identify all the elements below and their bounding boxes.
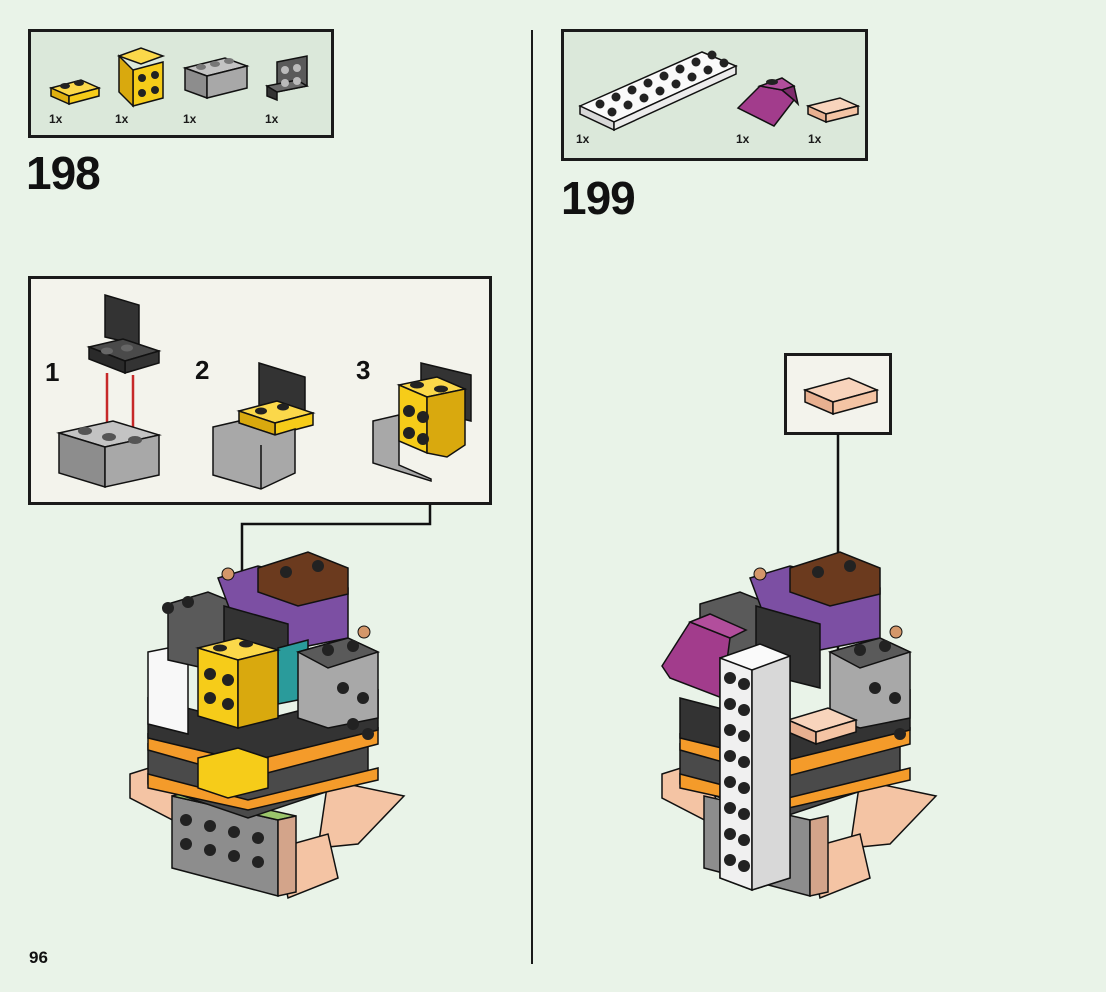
part-qty: 1x [265, 112, 279, 126]
model-illustration-199 [661, 551, 938, 900]
gray-brick-icon [182, 57, 250, 100]
substep-number: 1 [45, 357, 60, 387]
substep-2-illustration [212, 361, 316, 490]
part-qty: 1x [115, 112, 129, 126]
part-qty: 1x [808, 132, 822, 146]
magenta-slope-icon [736, 77, 800, 127]
part-qty: 1x [576, 132, 590, 146]
parts-list-199: 1x 1x 1x [561, 29, 868, 161]
substep-number: 2 [195, 355, 210, 385]
step-number: 198 [26, 147, 101, 199]
part-qty: 1x [736, 132, 750, 146]
parts-list-198: 1x 1x 1x 1x [28, 29, 334, 138]
white-plate-icon [578, 50, 738, 132]
page-divider [531, 30, 533, 964]
part-callout-box [784, 353, 892, 435]
substep-1-illustration [56, 293, 162, 489]
yellow-plate-icon [48, 79, 102, 106]
substep-number: 3 [356, 355, 371, 385]
page-number: 96 [29, 948, 48, 967]
part-qty: 1x [49, 112, 63, 126]
step-number: 199 [561, 172, 636, 224]
dark-gray-bracket-icon [264, 55, 310, 102]
yellow-bracket-icon [116, 47, 166, 108]
peach-tile-icon [805, 97, 861, 124]
part-qty: 1x [183, 112, 197, 126]
peach-tile-icon [802, 377, 880, 416]
substep-3-illustration [372, 362, 472, 483]
sub-assembly-box: 1 2 3 [28, 276, 492, 505]
model-illustration-198 [129, 551, 406, 900]
